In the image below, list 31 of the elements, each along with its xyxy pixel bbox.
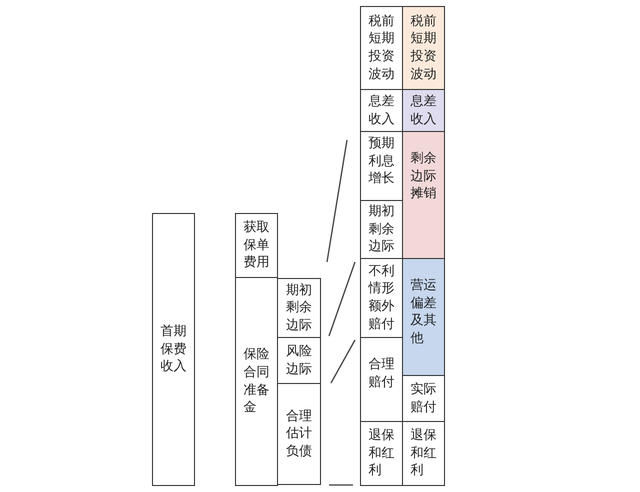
box-label: 期初剩余边际 — [286, 282, 312, 334]
stacked-box — [402, 6, 445, 90]
box-label: 保险合同准备金 — [244, 346, 270, 417]
stacked-box — [235, 213, 278, 278]
box-label: 退保和红利 — [368, 427, 394, 480]
box-label: 风险边际 — [286, 342, 312, 378]
stacked-box — [277, 278, 321, 338]
box-label: 合理赔付 — [368, 356, 394, 392]
box-label: 息差收入 — [368, 92, 394, 128]
box-label: 税前短期投资波动 — [368, 12, 394, 84]
box-label: 税前短期投资波动 — [410, 12, 436, 84]
box-label: 退保和红利 — [410, 427, 436, 480]
box-label: 剩余边际摊销 — [410, 150, 436, 203]
stacked-box — [277, 383, 321, 485]
stacked-box — [402, 131, 445, 259]
stacked-box — [402, 89, 445, 132]
box-label: 息差收入 — [410, 92, 436, 128]
box-label: 期初剩余边际 — [368, 203, 394, 256]
stacked-box — [402, 258, 445, 376]
stacked-box — [235, 277, 278, 486]
stacked-box — [360, 6, 403, 90]
stacked-box — [360, 421, 403, 486]
box-label: 获取保单费用 — [244, 219, 270, 272]
box-label: 不利情形额外赔付 — [368, 262, 394, 334]
box-label: 合理估计负债 — [286, 408, 312, 460]
stacked-box — [402, 421, 445, 486]
box-label: 预期利息增长 — [368, 135, 394, 188]
stacked-box — [152, 213, 195, 486]
box-label: 营运偏差及其他 — [410, 277, 436, 348]
box-label: 首期保费收入 — [160, 323, 186, 376]
box-label: 实际赔付 — [410, 380, 436, 416]
